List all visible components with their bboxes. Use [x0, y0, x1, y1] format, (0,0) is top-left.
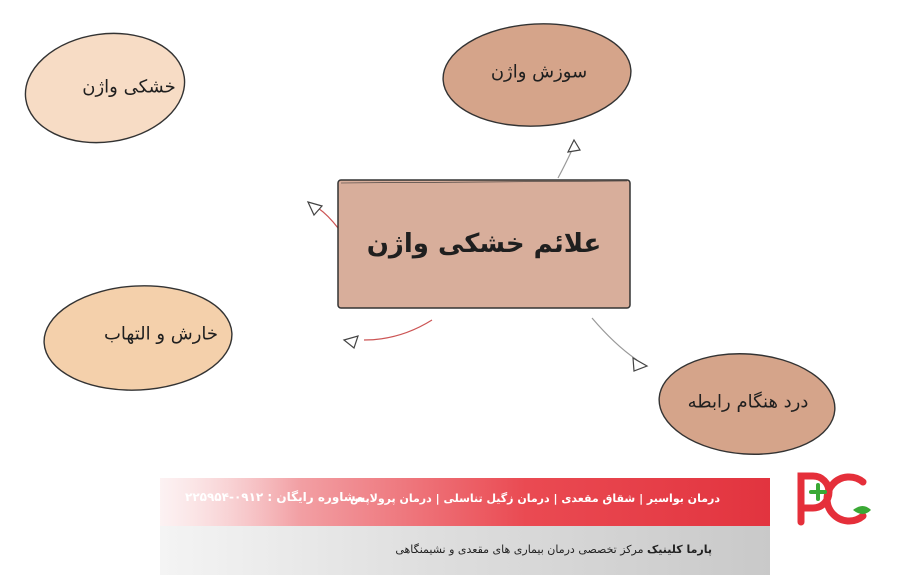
footer-text: پارما کلینیک مرکز تخصصی درمان بیماری های… — [395, 543, 712, 556]
arrow-bottom-right-icon — [632, 356, 649, 372]
node-bottom-right-label: درد هنگام رابطه — [687, 391, 809, 413]
arrow-top-right-icon — [566, 138, 581, 153]
clinic-name: پارما کلینیک — [647, 543, 712, 556]
arrow-bottom-left-icon — [342, 335, 359, 350]
clinic-description: مرکز تخصصی درمان بیماری های مقعدی و نشیم… — [395, 543, 644, 556]
connector-bottom-left — [363, 319, 433, 341]
node-bottom-left-shape — [43, 285, 233, 391]
connector-top-right — [557, 149, 573, 179]
banner-services-text: درمان بواسیر | شقاق مقعدی | درمان زگیل ت… — [349, 492, 720, 505]
connector-top-left — [317, 207, 339, 229]
center-box — [337, 179, 631, 309]
node-top-left-shape — [24, 32, 186, 144]
node-bottom-right-shape — [658, 353, 836, 455]
pc-plus-logo-icon — [797, 472, 871, 526]
node-bottom-left-label: خارش و التهاب — [103, 323, 219, 345]
node-top-right-shape — [442, 23, 632, 127]
banner-consult-text: مشاوره رایگان : ۰۹۱۲-۲۲۵۹۵۴ — [185, 490, 364, 504]
connector-bottom-right — [591, 317, 638, 361]
center-title: علائم خشکی واژن — [366, 229, 602, 259]
arrow-top-left-icon — [306, 201, 324, 217]
node-top-left-label: خشکی واژن — [82, 76, 176, 98]
node-top-right-label: سوزش واژن — [490, 61, 588, 83]
footer-bar — [160, 526, 770, 575]
banner-fade — [160, 478, 300, 526]
